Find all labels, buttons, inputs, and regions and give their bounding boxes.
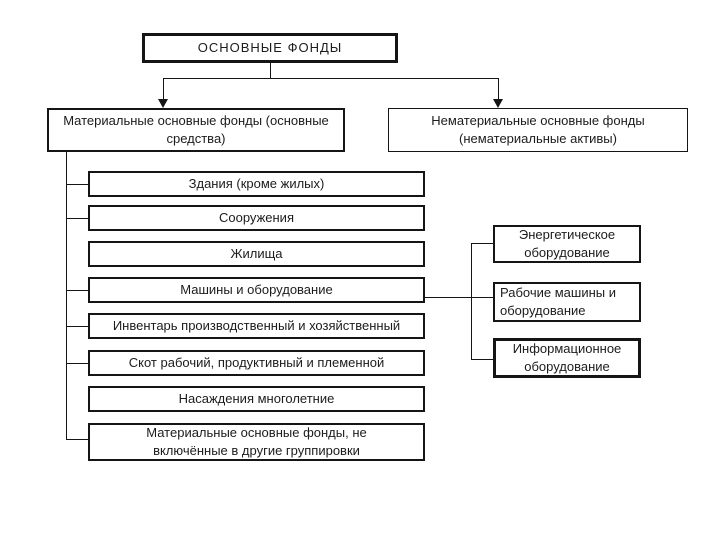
connector-right-branch-drop — [498, 78, 499, 99]
node-working-machines: Рабочие машины и оборудование — [493, 282, 641, 322]
connector-left-branch-drop — [163, 78, 164, 99]
connector-branch-horizontal — [163, 78, 499, 79]
node-energy-equipment-line1: Энергетическое — [518, 227, 616, 242]
connector-machinery-feed — [425, 297, 493, 298]
connector-stub-buildings — [66, 184, 88, 185]
node-material-funds: Материальные основные фонды (основные ср… — [47, 108, 345, 152]
down-arrowhead-left — [158, 99, 168, 108]
node-inventory-label: Инвентарь производственный и хозяйственн… — [112, 318, 401, 333]
node-other-material: Материальные основные фонды, не включённ… — [88, 423, 425, 461]
node-structures-label: Сооружения — [219, 210, 294, 225]
node-root-label: ОСНОВНЫЕ ФОНДЫ — [197, 40, 343, 55]
node-info-equipment: Информационное оборудование — [493, 338, 641, 378]
connector-machinery-trunk — [471, 243, 472, 360]
connector-material-trunk — [66, 152, 67, 440]
node-intangible-funds-line1: Нематериальные основные фонды — [431, 113, 645, 128]
down-arrowhead-right — [493, 99, 503, 108]
node-intangible-funds-line2: (нематериальные активы) — [459, 131, 617, 146]
connector-stub-inventory — [66, 326, 88, 327]
node-livestock: Скот рабочий, продуктивный и племенной — [88, 350, 425, 376]
connector-stub-other-material — [66, 439, 88, 440]
node-intangible-funds: Нематериальные основные фонды (нематериа… — [388, 108, 688, 152]
node-dwellings: Жилища — [88, 241, 425, 267]
node-other-material-line1: Материальные основные фонды, не — [146, 425, 367, 440]
node-info-equipment-line1: Информационное — [512, 341, 622, 356]
node-plantings-label: Насаждения многолетние — [178, 391, 335, 406]
node-buildings: Здания (кроме жилых) — [88, 171, 425, 197]
node-machinery: Машины и оборудование — [88, 277, 425, 303]
connector-root-drop — [270, 63, 271, 78]
connector-stub-livestock — [66, 363, 88, 364]
node-info-equipment-line2: оборудование — [524, 359, 610, 374]
connector-stub-info — [471, 359, 493, 360]
node-material-funds-line1: Материальные основные фонды (основные — [63, 113, 329, 128]
node-inventory: Инвентарь производственный и хозяйственн… — [88, 313, 425, 339]
node-plantings: Насаждения многолетние — [88, 386, 425, 412]
node-dwellings-label: Жилища — [230, 246, 283, 261]
node-root: ОСНОВНЫЕ ФОНДЫ — [142, 33, 398, 63]
node-buildings-label: Здания (кроме жилых) — [188, 176, 325, 191]
node-material-funds-line2: средства) — [166, 131, 226, 146]
node-energy-equipment: Энергетическое оборудование — [493, 225, 641, 263]
connector-stub-machinery — [66, 290, 88, 291]
node-livestock-label: Скот рабочий, продуктивный и племенной — [128, 355, 385, 370]
node-structures: Сооружения — [88, 205, 425, 231]
node-machinery-label: Машины и оборудование — [180, 282, 333, 297]
connector-stub-energy — [471, 243, 493, 244]
node-working-machines-line1: Рабочие машины и — [500, 285, 616, 300]
connector-stub-structures — [66, 218, 88, 219]
node-energy-equipment-line2: оборудование — [524, 245, 610, 260]
node-other-material-line2: включённые в другие группировки — [153, 443, 360, 458]
node-working-machines-line2: оборудование — [500, 303, 586, 318]
